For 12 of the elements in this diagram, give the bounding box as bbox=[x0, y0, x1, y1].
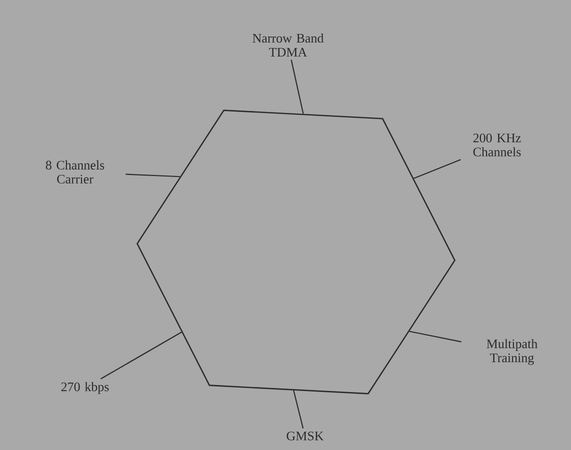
leader-line bbox=[409, 330, 462, 342]
leader-line bbox=[100, 332, 182, 380]
leader-line bbox=[293, 390, 304, 429]
feature-label: GMSK bbox=[286, 432, 324, 440]
feature-label: 8 Channels Carrier bbox=[46, 160, 104, 184]
feature-label: Narrow Band TDMA bbox=[252, 33, 324, 57]
feature-label: Multipath Training bbox=[486, 339, 538, 365]
leader-line bbox=[290, 60, 304, 114]
leader-line bbox=[126, 174, 180, 178]
feature-label: 270 kbps bbox=[61, 382, 109, 394]
leader-line bbox=[414, 159, 461, 179]
feature-label: 200 KHz Channels bbox=[473, 134, 521, 156]
